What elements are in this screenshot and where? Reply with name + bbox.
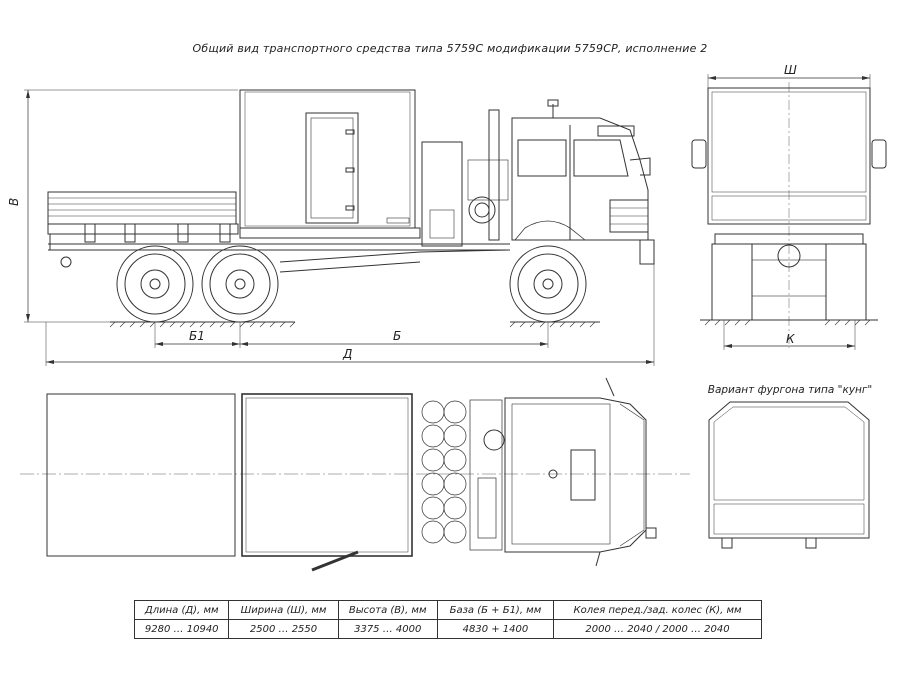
chassis-rail — [279, 249, 511, 263]
van-body — [239, 89, 416, 229]
kung-caption: Вариант фургона типа "кунг" — [707, 384, 873, 396]
cylinders — [421, 400, 467, 544]
kung-view — [708, 401, 870, 549]
drawing-title: Общий вид транспортного средства типа 57… — [192, 42, 708, 55]
rear-wheel-1 — [116, 245, 194, 323]
cab-window-rear — [517, 139, 567, 177]
specs-table: Длина (Д), мм Ширина (Ш), мм Высота (В),… — [133, 600, 762, 639]
mirror-right — [871, 139, 887, 169]
width-label: Ш — [784, 63, 797, 77]
header-base: База (Б + Б1), мм — [436, 600, 555, 620]
tow-hitch — [60, 256, 72, 268]
sun-visor — [597, 125, 635, 137]
header-width: Ширина (Ш), мм — [228, 600, 339, 620]
header-track: Колея перед./зад. колес (К), мм — [553, 600, 762, 620]
rear-view — [691, 74, 887, 350]
flatbed-floor — [47, 223, 239, 235]
mirror-left — [691, 139, 707, 169]
top-view — [20, 377, 690, 572]
fuel-tank — [421, 141, 463, 247]
rear-wheels-left — [711, 243, 753, 321]
flatbed-sides — [47, 191, 237, 225]
exhaust-stack — [488, 109, 500, 241]
van-door — [305, 112, 359, 224]
value-track: 2000 … 2040 / 2000 … 2040 — [553, 619, 762, 639]
van-top — [241, 393, 413, 557]
side-view — [24, 89, 655, 366]
cab-top — [504, 397, 647, 553]
front-wheel-arch — [514, 220, 586, 241]
specs-value-row: 9280 … 10940 2500 … 2550 3375 … 4000 483… — [133, 619, 762, 639]
specs-header-row: Длина (Д), мм Ширина (Ш), мм Высота (В),… — [133, 600, 762, 620]
front-wheel — [509, 245, 587, 323]
roof-hatch — [570, 449, 596, 501]
height-label: В — [7, 198, 21, 206]
air-filter — [468, 196, 496, 224]
van-subframe — [239, 227, 421, 239]
value-base: 4830 + 1400 — [436, 619, 555, 639]
rear-wheels-right — [825, 243, 867, 321]
van-door-open — [311, 550, 359, 572]
axle-diff — [777, 244, 801, 268]
length-label: Д — [342, 347, 352, 361]
header-length: Длина (Д), мм — [133, 600, 230, 620]
base1-label: Б1 — [189, 329, 205, 343]
value-length: 9280 … 10940 — [133, 619, 230, 639]
ground-hatch — [109, 321, 596, 328]
value-height: 3375 … 4000 — [337, 619, 438, 639]
rear-wheel-2 — [201, 245, 279, 323]
value-width: 2500 … 2550 — [228, 619, 339, 639]
kung-body — [708, 401, 870, 539]
track-label: К — [786, 332, 795, 346]
cab-window-front — [573, 139, 629, 177]
front-bumper — [639, 239, 655, 265]
base-label: Б — [393, 329, 401, 343]
header-height: Высота (В), мм — [337, 600, 438, 620]
flatbed-top — [46, 393, 236, 557]
